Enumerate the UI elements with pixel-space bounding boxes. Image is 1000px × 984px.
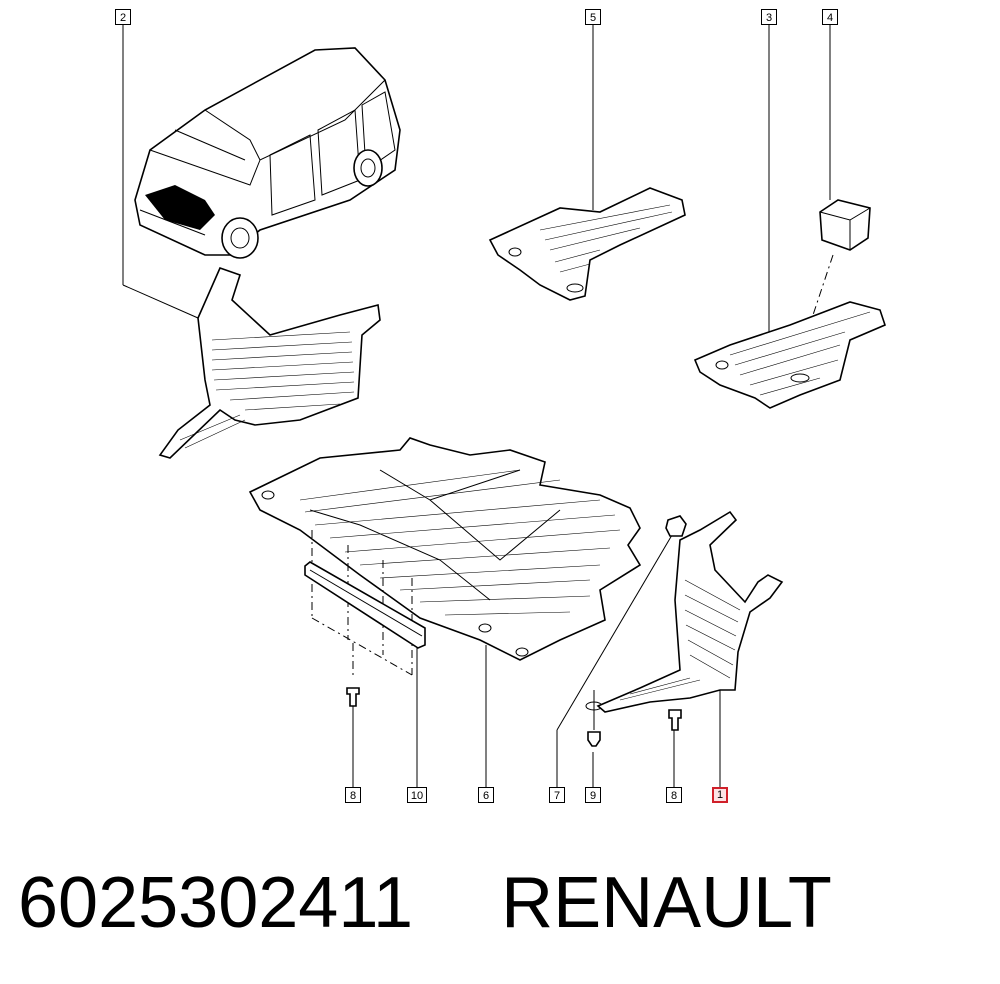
part-1-front-right-splash-shield bbox=[596, 510, 784, 713]
callout-part-1-highlighted: 1 bbox=[712, 787, 728, 803]
part-4-insulation-pad bbox=[811, 199, 871, 319]
brand-name: RENAULT bbox=[501, 863, 832, 943]
part-10-trim-strip bbox=[304, 561, 426, 649]
callout-part-6: 6 bbox=[478, 787, 494, 803]
callout-part-9: 9 bbox=[585, 787, 601, 803]
part-5-heat-shield bbox=[488, 187, 686, 301]
callout-part-7: 7 bbox=[549, 787, 565, 803]
callout-part-3: 3 bbox=[761, 9, 777, 25]
part-number: 6025302411 bbox=[18, 863, 414, 943]
leader-lines bbox=[122, 25, 831, 787]
callout-part-8-right: 8 bbox=[666, 787, 682, 803]
callout-part-5: 5 bbox=[585, 9, 601, 25]
callout-part-4: 4 bbox=[822, 9, 838, 25]
part-6-underbody-shield bbox=[248, 437, 642, 676]
part-3-rear-heat-shield bbox=[693, 301, 886, 409]
callout-part-2: 2 bbox=[115, 9, 131, 25]
part-2-front-splash-shield bbox=[158, 267, 381, 459]
footer-caption: 6025302411 RENAULT bbox=[18, 858, 978, 948]
exploded-parts-diagram bbox=[122, 25, 886, 787]
callout-part-8-left: 8 bbox=[345, 787, 361, 803]
vehicle-illustration bbox=[134, 47, 401, 259]
callout-part-10: 10 bbox=[407, 787, 427, 803]
fasteners bbox=[346, 515, 687, 747]
